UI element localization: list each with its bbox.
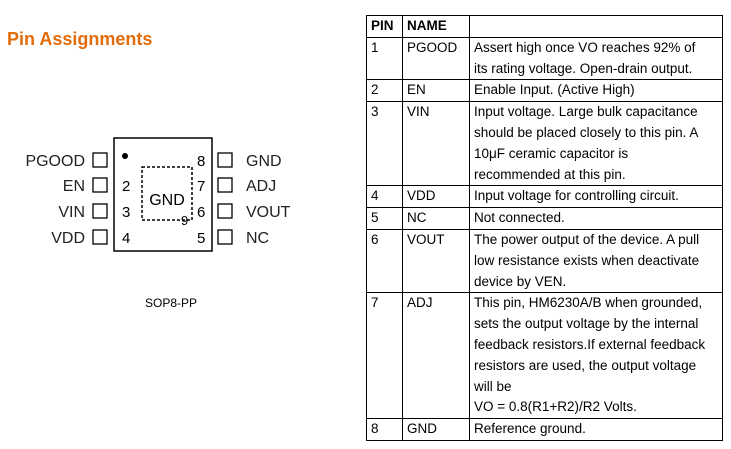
right-pin-name: ADJ	[246, 178, 276, 195]
description-line: feedback resistors.If external feedback	[474, 336, 706, 352]
pin-description-cell: Input voltage. Large bulk capacitance sho…	[469, 101, 723, 187]
left-pin-pad	[92, 152, 108, 168]
right-pin-number: 6	[197, 204, 205, 221]
exposed-pad-label: GND	[149, 192, 185, 209]
pin-name-cell: VDD	[402, 185, 470, 209]
left-pin-number: 3	[122, 204, 130, 221]
right-pin-pad	[217, 229, 233, 245]
description-line: The power output of the device. A pull	[474, 231, 700, 247]
description-line: Not connected.	[474, 210, 565, 226]
pin-name-cell: PGOOD	[402, 36, 470, 81]
description-line: Input voltage for controlling circuit.	[474, 188, 679, 204]
description-line: resistors are used, the output voltage	[474, 357, 697, 373]
pin-name-cell: VOUT	[402, 228, 470, 294]
left-pin-name: EN	[63, 178, 85, 195]
header-pin: PIN	[366, 15, 403, 38]
description-line: This pin, HM6230A/B when grounded,	[474, 295, 703, 311]
pin-description-cell: Not connected.	[469, 207, 723, 230]
pin-description-cell: Input voltage for controlling circuit.	[469, 185, 723, 209]
description-line: 10μF ceramic capacitor is	[474, 145, 629, 161]
pin-description-cell: Assert high once VO reaches 92% of its ra…	[469, 36, 723, 81]
description-line: its rating voltage. Open-drain output.	[474, 60, 693, 76]
description-line: Assert high once VO reaches 92% of	[474, 39, 696, 55]
description-line: recommended at this pin.	[474, 166, 626, 182]
left-pin-name: PGOOD	[25, 153, 85, 170]
left-pin-pad	[92, 203, 108, 219]
description-line: device by VEN.	[474, 273, 567, 289]
pin-description-cell: Reference ground.	[469, 418, 723, 441]
left-pin-pad	[92, 229, 108, 245]
pin-name-cell: EN	[402, 79, 470, 103]
pin-number-cell: 2	[366, 79, 403, 103]
pin-number-cell: 5	[366, 207, 403, 230]
pin-number-cell: 3	[366, 101, 403, 187]
pin-number-cell: 8	[366, 418, 403, 441]
right-pin-pad	[217, 152, 233, 168]
header-name: NAME	[402, 15, 470, 38]
exposed-pad-pin-number: 9	[181, 213, 188, 228]
left-pin-name: VIN	[58, 204, 85, 221]
right-pin-number: 5	[197, 230, 205, 247]
right-pin-name: NC	[246, 230, 269, 247]
pin-description-cell: The power output of the device. A pull lo…	[469, 228, 723, 294]
pin1-dot-marker	[122, 153, 128, 159]
pin-number-cell: 4	[366, 185, 403, 209]
left-pin-name: VDD	[51, 230, 85, 247]
right-pin-pad	[217, 177, 233, 193]
description-line: Reference ground.	[474, 421, 586, 437]
description-line: should be placed closely to this pin. A	[474, 124, 699, 140]
pin-number-cell: 7	[366, 292, 403, 420]
pin-name-cell: GND	[402, 418, 470, 441]
description-line: will be	[474, 378, 512, 394]
header-description	[469, 15, 723, 38]
pin-description-cell: This pin, HM6230A/B when grounded, sets t…	[469, 292, 723, 420]
pin-name-cell: NC	[402, 207, 470, 230]
right-pin-name: GND	[246, 153, 282, 170]
description-line: Enable Input. (Active High)	[474, 82, 635, 98]
table-header-row: PIN NAME	[366, 15, 723, 38]
sop8-package-diagram: GND 9 PGOOD EN VIN VDD 2 3 4 8 7 6 5 GND…	[25, 137, 291, 252]
section-heading: Pin Assignments	[7, 29, 153, 49]
pin-number-cell: 1	[366, 36, 403, 81]
left-pin-number: 2	[122, 178, 130, 195]
right-pin-pad	[217, 203, 233, 219]
right-pin-number: 7	[197, 178, 205, 195]
left-pin-number: 4	[122, 230, 130, 247]
pin-number-cell: 6	[366, 228, 403, 294]
right-pin-number: 8	[197, 153, 205, 170]
description-line: low resistance exists when deactivate	[474, 252, 700, 268]
description-line: VO = 0.8(R1+R2)/R2 Volts.	[474, 399, 637, 415]
pin-name-cell: ADJ	[402, 292, 470, 420]
pin-description-cell: Enable Input. (Active High)	[469, 79, 723, 103]
description-line: sets the output voltage by the internal	[474, 316, 699, 332]
package-body	[113, 137, 213, 252]
package-caption: SOP8-PP	[145, 296, 198, 310]
pin-name-cell: VIN	[402, 101, 470, 187]
description-line: Input voltage. Large bulk capacitance	[474, 104, 698, 120]
left-pin-pad	[92, 177, 108, 193]
exposed-pad-outline	[141, 166, 193, 221]
right-pin-name: VOUT	[246, 204, 291, 221]
